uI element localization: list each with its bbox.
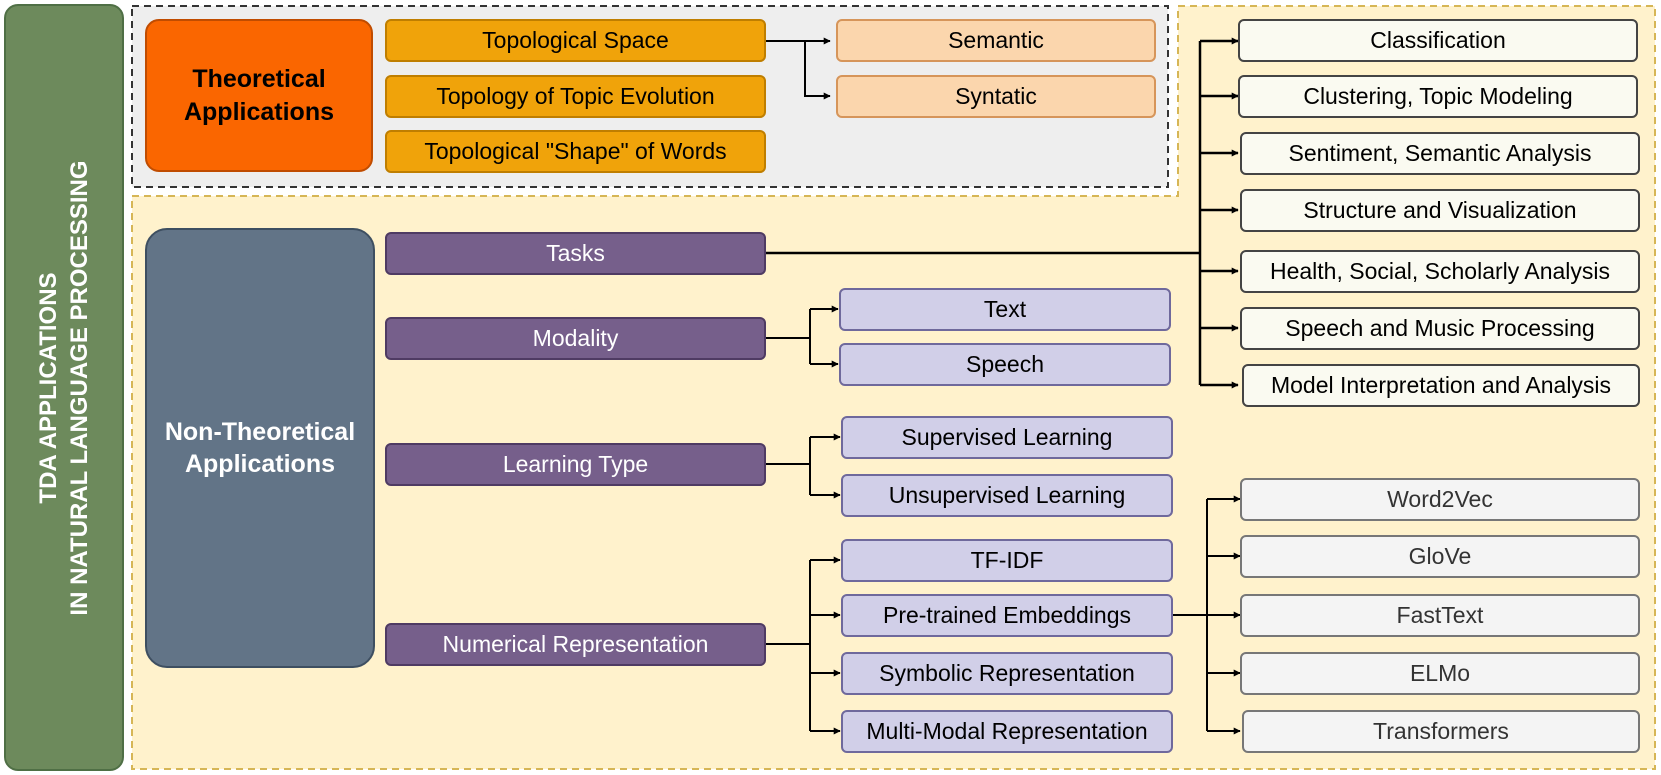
theoretical-item-topological-space: Topological Space — [385, 19, 766, 62]
non-theoretical-applications-box: Non-Theoretical Applications — [145, 228, 375, 668]
embedding-transformers: Transformers — [1242, 710, 1640, 753]
theoretical-item-shape-of-words: Topological "Shape" of Words — [385, 130, 766, 173]
learning-unsupervised: Unsupervised Learning — [841, 474, 1173, 517]
connector-pretrained-embeddings — [1173, 495, 1241, 735]
modality-speech: Speech — [839, 343, 1171, 386]
task-sentiment: Sentiment, Semantic Analysis — [1240, 132, 1640, 175]
connector-topological-space — [765, 37, 831, 100]
theoretical-applications-box: Theoretical Applications — [145, 19, 373, 172]
task-structure: Structure and Visualization — [1240, 189, 1640, 232]
modality-text: Text — [839, 288, 1171, 331]
category-tasks: Tasks — [385, 232, 766, 275]
connector-learning-type — [765, 433, 841, 499]
theoretical-sub-semantic: Semantic — [836, 19, 1156, 62]
representation-symbolic: Symbolic Representation — [841, 652, 1173, 695]
category-modality: Modality — [385, 317, 766, 360]
category-numerical-representation: Numerical Representation — [385, 623, 766, 666]
embedding-elmo: ELMo — [1240, 652, 1640, 695]
representation-pretrained-embeddings: Pre-trained Embeddings — [841, 594, 1173, 637]
task-clustering: Clustering, Topic Modeling — [1238, 75, 1638, 118]
embedding-word2vec: Word2Vec — [1240, 478, 1640, 521]
banner-line-2: IN NATURAL LANGUAGE PROCESSING — [66, 159, 93, 616]
banner-title: TDA APPLICATIONS IN NATURAL LANGUAGE PRO… — [33, 18, 95, 758]
category-learning-type: Learning Type — [385, 443, 766, 486]
connector-modality — [765, 305, 839, 368]
theoretical-sub-syntatic: Syntatic — [836, 75, 1156, 118]
connector-tasks — [765, 37, 1239, 389]
representation-multi-modal: Multi-Modal Representation — [841, 710, 1173, 753]
embedding-fasttext: FastText — [1240, 594, 1640, 637]
task-model-interpretation: Model Interpretation and Analysis — [1242, 364, 1640, 407]
representation-tf-idf: TF-IDF — [841, 539, 1173, 582]
banner: TDA APPLICATIONS IN NATURAL LANGUAGE PRO… — [4, 4, 124, 771]
embedding-glove: GloVe — [1240, 535, 1640, 578]
task-classification: Classification — [1238, 19, 1638, 62]
task-health: Health, Social, Scholarly Analysis — [1240, 250, 1640, 293]
banner-line-1: TDA APPLICATIONS — [34, 271, 62, 504]
learning-supervised: Supervised Learning — [841, 416, 1173, 459]
connector-numerical-representation — [765, 556, 841, 735]
task-speech-music: Speech and Music Processing — [1240, 307, 1640, 350]
theoretical-item-topic-evolution: Topology of Topic Evolution — [385, 75, 766, 118]
